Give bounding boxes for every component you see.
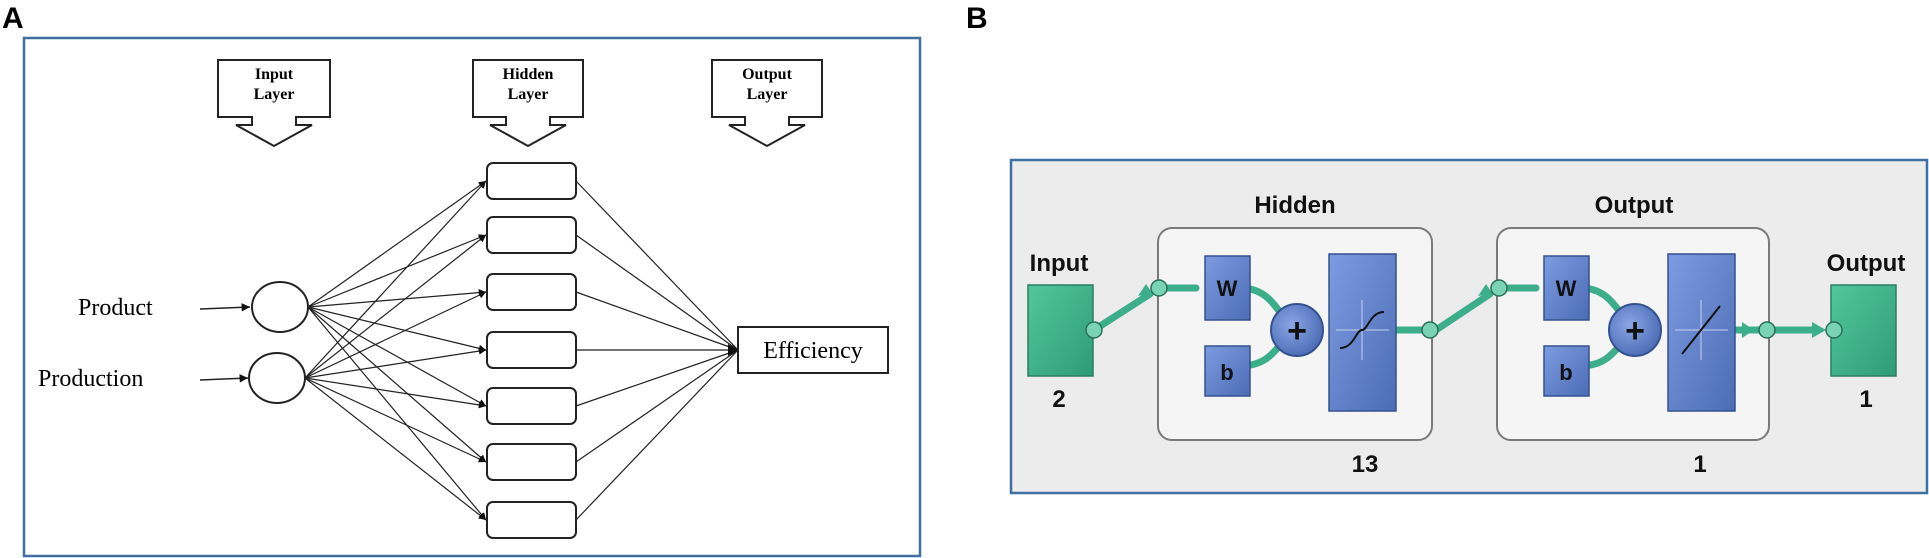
output-layer-label-line1: Output (742, 66, 792, 83)
hidden-bias-block (1204, 345, 1251, 397)
hidden-sum-symbol: + (1287, 312, 1307, 350)
output-weight-block (1543, 255, 1590, 321)
output-block-title: Output (1595, 192, 1674, 219)
output-bias-block (1543, 345, 1590, 397)
output-label-efficiency: Efficiency (763, 338, 863, 364)
output-title: Output (1827, 250, 1906, 277)
hidden-node (486, 501, 577, 539)
input-layer-label-line2: Layer (254, 86, 295, 103)
hidden-node (486, 443, 577, 481)
output-layer-callout: Output Layer (711, 59, 823, 148)
input-label-production: Production (38, 366, 143, 392)
hidden-bias-symbol: b (1220, 360, 1233, 385)
hidden-output-connections (575, 180, 739, 521)
input-block (1027, 284, 1094, 377)
tansig-icon (1336, 300, 1389, 360)
input-label-product: Product (78, 295, 153, 321)
hidden-node (486, 162, 577, 200)
hidden-layer-label-line1: Hidden (503, 66, 554, 83)
hidden-title: Hidden (1254, 192, 1335, 219)
output-size: 1 (1859, 386, 1872, 413)
panel-label-b: B (966, 2, 988, 35)
input-node-production (248, 352, 306, 404)
hidden-node (486, 387, 577, 425)
output-sum-symbol: + (1625, 312, 1645, 350)
output-weight-symbol: W (1556, 276, 1577, 301)
panel-label-a: A (2, 2, 24, 35)
signal-arrowheads (1138, 284, 1826, 338)
panel-b-nntool-view: W b + W b + Input 2 Hidden 13 Output 1 O… (1009, 158, 1929, 495)
input-layer-callout: Input Layer (217, 59, 331, 148)
hidden-node (486, 331, 577, 369)
output-layer-label-line2: Layer (747, 86, 788, 103)
output-bias-symbol: b (1559, 360, 1572, 385)
hidden-nodes (486, 162, 577, 539)
hidden-layer-label-line2: Layer (508, 86, 549, 103)
hidden-weight-symbol: W (1217, 276, 1238, 301)
hidden-weight-block (1204, 255, 1251, 321)
input-node-product (251, 281, 309, 333)
output-sum-node (1608, 303, 1662, 357)
output-block-size: 1 (1693, 451, 1706, 478)
hidden-sum-node (1270, 303, 1324, 357)
hidden-node (486, 216, 577, 254)
hidden-node (486, 273, 577, 311)
output-node-efficiency (737, 326, 889, 374)
connection-dots (1085, 279, 1843, 339)
hidden-size: 13 (1352, 451, 1379, 478)
input-hidden-connections (304, 180, 487, 521)
purelin-icon (1675, 300, 1728, 360)
input-title: Input (1030, 250, 1089, 277)
input-size: 2 (1052, 386, 1065, 413)
panel-a-diagram: Input Layer Hidden Layer Output Layer (22, 36, 922, 558)
input-layer-label-line1: Input (255, 66, 294, 83)
hidden-layer-callout: Hidden Layer (472, 59, 584, 148)
